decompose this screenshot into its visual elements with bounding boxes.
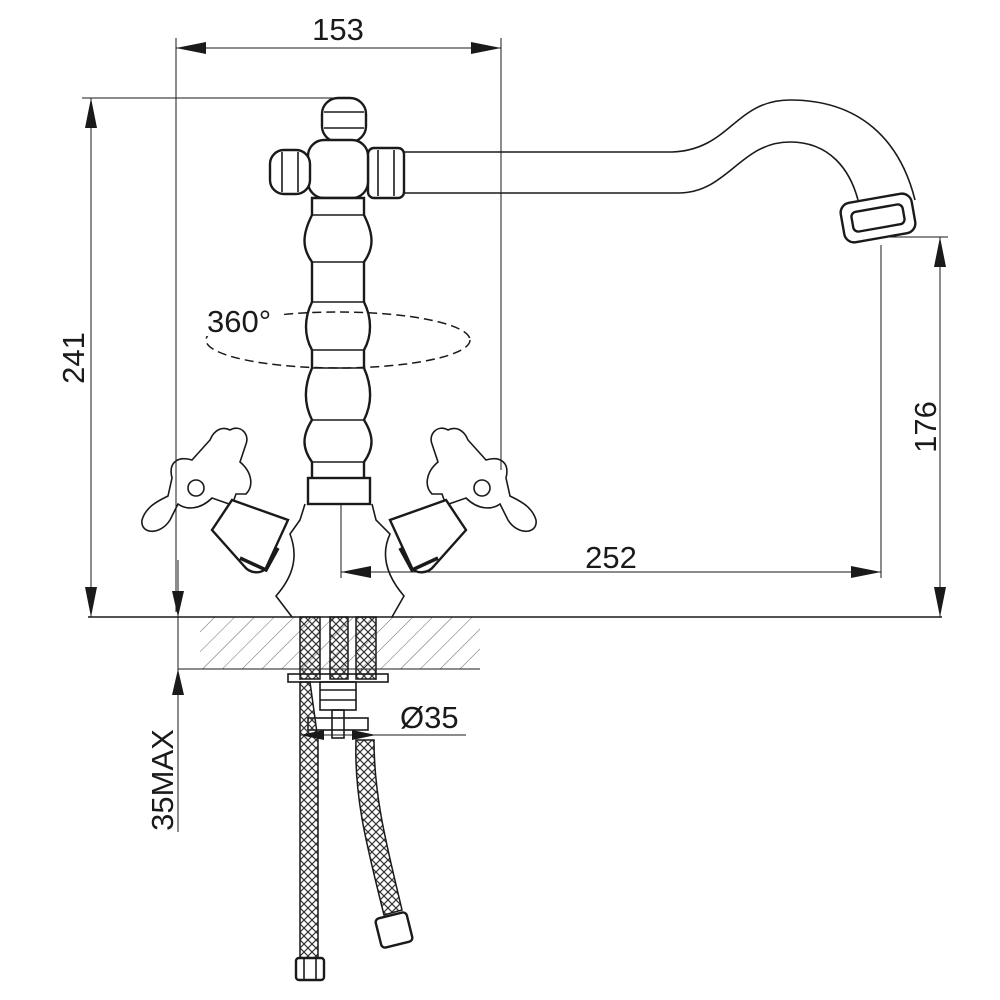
top-cap <box>268 96 370 200</box>
dimension-hole-diameter: Ø35 <box>300 700 466 740</box>
dimension-height-total: 241 <box>56 97 344 617</box>
rotation-indicator: 360° <box>203 298 471 369</box>
dimension-spout-height: 176 <box>886 236 948 617</box>
dimension-label-241: 241 <box>56 332 91 384</box>
dimension-label-diameter: Ø35 <box>400 700 459 735</box>
right-handle <box>388 427 537 574</box>
hoses <box>294 681 414 982</box>
column-body <box>274 196 405 618</box>
rotation-label: 360° <box>207 304 271 339</box>
mounting-shank <box>287 616 389 739</box>
dimension-spout-reach: 252 <box>340 245 882 578</box>
dimension-label-176: 176 <box>908 401 943 453</box>
dimension-label-35max: 35MAX <box>145 729 180 831</box>
dimension-label-252: 252 <box>585 540 637 575</box>
left-handle <box>141 427 290 574</box>
countertop <box>178 617 480 670</box>
dimension-label-153: 153 <box>312 12 364 47</box>
dimension-width-top: 153 <box>175 12 502 612</box>
dimension-max-thickness: 35MAX <box>145 560 184 832</box>
spout <box>366 99 917 244</box>
